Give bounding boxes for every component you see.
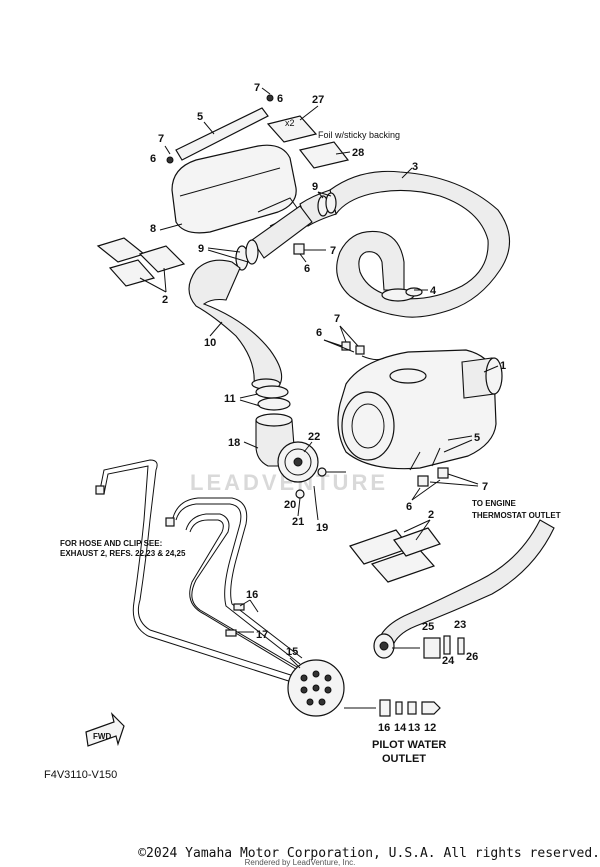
callout-16-a[interactable]: 16	[246, 589, 258, 601]
callout-17[interactable]: 17	[256, 629, 268, 641]
duct-10: 10	[188, 259, 283, 390]
note-hose-clip: FOR HOSE AND CLIP SEE:	[60, 539, 162, 548]
callout-20[interactable]: 20	[284, 499, 296, 511]
callout-7-top[interactable]: 7	[254, 82, 260, 94]
callout-7-mid[interactable]: 7	[330, 245, 336, 257]
clips-16-17: 16 17	[225, 589, 268, 641]
strap-5: 7 6 5 7 6	[150, 82, 283, 165]
note-to-engine: TO ENGINE	[472, 499, 517, 508]
note-exhaust: EXHAUST 2, REFS. 22,23 & 24,25	[60, 549, 186, 558]
callout-24[interactable]: 24	[442, 655, 455, 667]
callout-14[interactable]: 14	[394, 722, 407, 734]
airbox-cover-8: 8	[150, 144, 301, 235]
callout-23[interactable]: 23	[454, 619, 466, 631]
note-x2: x2	[285, 118, 295, 128]
callout-3[interactable]: 3	[412, 161, 418, 173]
callout-26[interactable]: 26	[466, 651, 478, 663]
callout-9-top[interactable]: 9	[312, 181, 318, 193]
pads-2-right: 2	[349, 509, 441, 583]
callout-5-right[interactable]: 5	[474, 432, 480, 444]
note-foil: Foil w/sticky backing	[318, 130, 400, 140]
note-pilot-water: PILOT WATER	[372, 739, 446, 751]
callout-6-mid[interactable]: 6	[304, 263, 310, 275]
callout-18[interactable]: 18	[228, 437, 240, 449]
fwd-label: FWD	[93, 732, 111, 741]
thermostat-hose: TO ENGINE THERMOSTAT OUTLET 25 23 24 26	[373, 499, 561, 667]
callout-2-left[interactable]: 2	[162, 294, 168, 306]
bolts-airbox: 7 6	[316, 313, 385, 361]
pads-2-left: 2	[96, 237, 186, 306]
callout-1[interactable]: 1	[500, 360, 506, 372]
airbox-1: 1	[337, 349, 506, 470]
callout-7-left[interactable]: 7	[158, 133, 164, 145]
callout-6-top[interactable]: 6	[277, 93, 283, 105]
callout-2-right[interactable]: 2	[428, 509, 434, 521]
callout-21[interactable]: 21	[292, 516, 304, 528]
callout-25[interactable]: 25	[422, 621, 434, 633]
foil-27-28: 27 x2 Foil w/sticky backing 28	[266, 94, 400, 169]
callout-27[interactable]: 27	[312, 94, 324, 106]
rendered-by: Rendered by LeadVenture, Inc.	[244, 858, 356, 867]
callout-7-box[interactable]: 7	[334, 313, 340, 325]
callout-9-mid[interactable]: 9	[198, 243, 204, 255]
clamp-11: 11	[224, 385, 291, 411]
arrestor-22: 22 20 21 19	[277, 431, 346, 534]
water-lines-15: 15 FOR HOSE AND CLIP SEE: EXHAUST 2, REF…	[60, 459, 345, 717]
callout-13[interactable]: 13	[408, 722, 420, 734]
callout-8[interactable]: 8	[150, 223, 156, 235]
callout-10[interactable]: 10	[204, 337, 216, 349]
pilot-outlet: 16 14 13 12 PILOT WATER OUTLET	[344, 699, 446, 765]
diagram-code: F4V3110-V150	[44, 769, 117, 781]
callout-6-box[interactable]: 6	[316, 327, 322, 339]
note-thermostat: THERMOSTAT OUTLET	[472, 511, 561, 520]
straps-5-right: 5	[409, 432, 480, 471]
clamps-9: 9 9	[198, 181, 337, 271]
callout-5-top[interactable]: 5	[197, 111, 203, 123]
callout-11[interactable]: 11	[224, 393, 236, 405]
note-outlet: OUTLET	[382, 753, 426, 765]
callout-6-right[interactable]: 6	[406, 501, 412, 513]
callout-15[interactable]: 15	[286, 646, 298, 658]
callout-7-right[interactable]: 7	[482, 481, 488, 493]
callout-19[interactable]: 19	[316, 522, 328, 534]
callout-28[interactable]: 28	[352, 147, 364, 159]
callout-22[interactable]: 22	[308, 431, 320, 443]
callout-16-b[interactable]: 16	[378, 722, 390, 734]
copyright: ©2024 Yamaha Motor Corporation, U.S.A. A…	[138, 846, 600, 861]
callout-6-left[interactable]: 6	[150, 153, 156, 165]
bolt-mid: 7 6	[293, 243, 336, 275]
callout-4[interactable]: 4	[430, 285, 437, 297]
bolts-right: 7 6	[406, 467, 488, 513]
clamp-4: 4	[381, 285, 437, 302]
callout-12[interactable]: 12	[424, 722, 436, 734]
fwd-arrow: FWD	[85, 712, 125, 747]
